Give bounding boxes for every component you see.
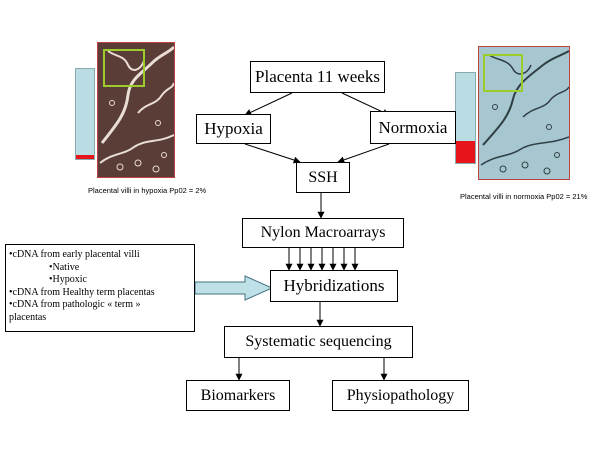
normoxia-tissue-image [478, 46, 570, 180]
cdna-item-early-villi: •cDNA from early placental villi [9, 249, 140, 260]
cdna-subitem-native: •Native [49, 261, 80, 273]
cdna-input-arrow [194, 275, 274, 301]
normoxia-node: Normoxia [370, 111, 456, 144]
normoxia-zoom-frame [483, 54, 523, 92]
hypoxia-zoom-frame [103, 49, 145, 87]
cdna-sources-box: •cDNA from early placental villi •Native… [5, 244, 195, 332]
placenta-node: Placenta 11 weeks [250, 61, 385, 93]
hypoxia-caption: Placental villi in hypoxia Pp02 = 2% [88, 186, 207, 195]
hypoxia-tissue-drawing [99, 45, 174, 173]
cdna-item-pathologic-term: •cDNA from pathologic « term » [9, 299, 141, 310]
normoxia-po2-level [456, 141, 475, 163]
hybridizations-node: Hybridizations [270, 270, 398, 302]
cdna-item-healthy-term: •cDNA from Healthy term placentas [9, 286, 155, 298]
cdna-subitem-hypoxic: •Hypoxic [49, 274, 87, 285]
hypoxia-po2-level [76, 155, 94, 159]
biomarkers-node: Biomarkers [186, 380, 290, 411]
arrow-placenta-to-hypoxia [244, 92, 293, 116]
normoxia-tissue-drawing [480, 50, 569, 175]
sequencing-node: Systematic sequencing [224, 326, 413, 358]
normoxia-po2-bar [455, 72, 476, 164]
hypoxia-po2-bar [75, 68, 95, 160]
physiopathology-node: Physiopathology [332, 380, 469, 411]
arrow-normoxia-to-ssh [337, 143, 390, 164]
hypoxia-tissue-image [97, 42, 175, 178]
cdna-item-pathologic-term-cont: placentas [9, 311, 47, 323]
hybridization-arrows [285, 248, 359, 271]
normoxia-caption: Placental villi in normoxia Pp02 = 21% [460, 192, 588, 201]
arrow-hypoxia-to-ssh [244, 143, 301, 164]
nylon-macroarrays-node: Nylon Macroarrays [242, 218, 404, 248]
ssh-node: SSH [296, 162, 350, 193]
hypoxia-node: Hypoxia [196, 114, 271, 144]
